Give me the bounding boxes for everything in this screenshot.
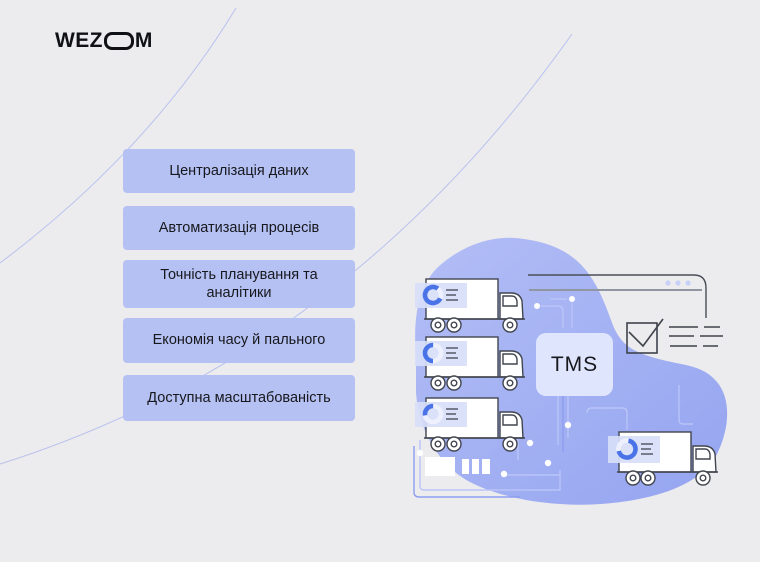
benefit-button-scalability[interactable]: Доступна масштабованість — [123, 375, 355, 421]
stats-card — [415, 341, 467, 366]
truck-icon — [608, 431, 718, 486]
checkbox-icon — [626, 318, 664, 354]
truck-icon — [415, 336, 525, 391]
logo-text-prefix: WEZ — [55, 29, 103, 52]
stats-card — [608, 436, 660, 463]
loading-blocks-icon — [425, 457, 490, 476]
tms-label: TMS — [551, 353, 598, 376]
benefit-button-centralization[interactable]: Централізація даних — [123, 149, 355, 193]
logo-o-icon — [103, 32, 134, 50]
text-lines-icon — [669, 326, 723, 347]
benefit-button-planning-accuracy[interactable]: Точність планування та аналітики — [123, 260, 355, 308]
benefit-button-automation[interactable]: Автоматизація процесів — [123, 206, 355, 250]
truck-icon — [415, 278, 525, 333]
logo: WEZ M — [55, 29, 153, 53]
logo-text-suffix: M — [134, 29, 153, 52]
tms-illustration: TMS — [413, 237, 728, 505]
browser-window-icon — [528, 274, 707, 318]
stats-card — [415, 402, 467, 427]
stats-card — [415, 283, 467, 308]
benefit-button-time-fuel-savings[interactable]: Економія часу й пального — [123, 318, 355, 363]
page-footer-strip — [0, 562, 760, 570]
tms-box: TMS — [536, 333, 613, 396]
truck-icon — [415, 397, 525, 452]
